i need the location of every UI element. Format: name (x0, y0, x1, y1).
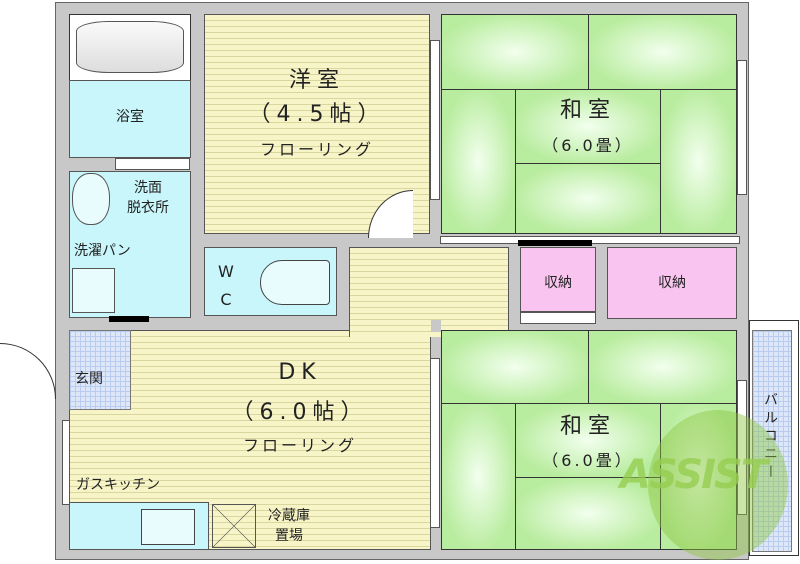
watermark-logo (648, 410, 788, 560)
fridge-label-line2: 置場 (275, 528, 303, 544)
sink-icon (141, 509, 195, 545)
washroom-label: 洗面脱衣所 (118, 178, 178, 218)
kitchen-window (62, 420, 70, 505)
japanese-room-bottom-window-left (430, 358, 440, 528)
storage-right-label: 収納 (658, 275, 686, 291)
washbasin-icon (72, 173, 110, 225)
entrance-door[interactable] (0, 343, 56, 399)
japanese-room-top (441, 14, 737, 234)
fridge-label-line1: 冷蔵庫 (268, 508, 310, 524)
dk-size: （6.0帖） (231, 400, 369, 425)
bathroom-label: 浴室 (116, 109, 144, 125)
balcony-label: バルコニー (762, 392, 778, 482)
storage-right (607, 247, 737, 319)
japanese-room-bottom (441, 330, 737, 550)
kitchen-label: ガスキッチン (76, 477, 160, 493)
japanese-room-top-size: （6.0畳） (542, 136, 634, 155)
bathroom (69, 80, 191, 158)
western-room-window (430, 40, 440, 200)
japanese-room-bottom-window-right (737, 380, 747, 515)
wc-label-line1: W (218, 262, 237, 281)
japanese-room-bottom-size: （6.0畳） (542, 451, 634, 470)
dk-name: DK (278, 360, 322, 385)
laundry-label: 洗濯パン (74, 243, 131, 259)
japanese-room-bottom-name: 和室 (559, 414, 616, 439)
fridge-label: 冷蔵庫置場 (268, 506, 310, 546)
japanese-room-top-name: 和室 (559, 98, 616, 123)
entrance (69, 330, 131, 410)
watermark-text: ASSIST (620, 452, 768, 498)
hallway (349, 247, 509, 337)
western-room-name: 洋室 (288, 68, 345, 93)
balcony (752, 330, 792, 552)
fridge-space-icon (212, 504, 256, 548)
storage-left-label: 収納 (544, 275, 572, 291)
western-room-floor: フローリング (259, 140, 374, 159)
washroom-label-line2: 脱衣所 (127, 200, 169, 216)
partition (518, 240, 592, 246)
kitchen-counter (69, 502, 209, 550)
bathroom-door[interactable] (115, 158, 190, 170)
japanese-room-top-window (737, 60, 747, 195)
laundry-pan-icon (72, 268, 115, 313)
wc-label-line2: C (220, 290, 235, 309)
toilet-icon (260, 260, 330, 305)
bathtub (69, 14, 191, 81)
window (109, 316, 149, 322)
western-room-size: （4.5帖） (248, 102, 386, 127)
entrance-label: 玄関 (75, 371, 103, 387)
dk-floor: フローリング (242, 436, 357, 455)
washroom-label-line1: 洗面 (134, 180, 162, 196)
storage-left-door[interactable] (520, 312, 596, 324)
bathtub-basin-icon (76, 21, 184, 73)
storage-left (520, 247, 596, 312)
